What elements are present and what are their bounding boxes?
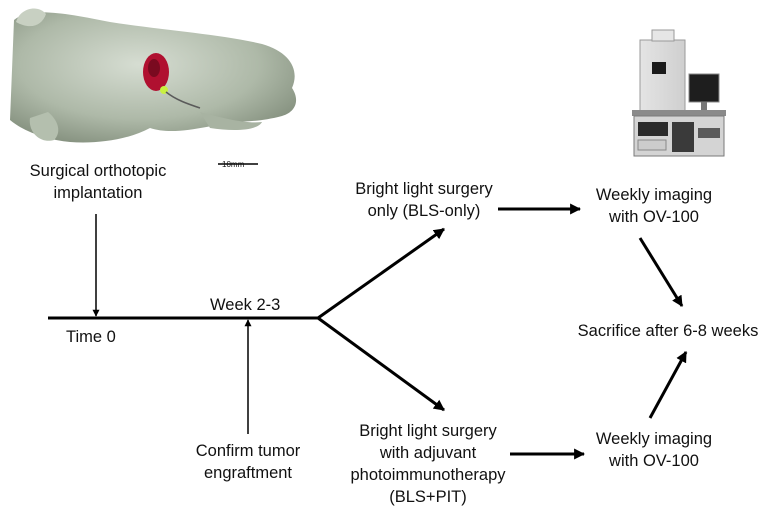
node-bls-only-line: Bright light surgery [340, 178, 508, 200]
node-week: Week 2-3 [210, 294, 280, 316]
rack-unit [638, 140, 666, 150]
rack-unit [698, 128, 720, 138]
node-implantation-line: Surgical orthotopic [14, 160, 182, 182]
node-bls-pit: Bright light surgery with adjuvant photo… [332, 420, 524, 508]
arrow-imaging-top-to-sacrifice [640, 238, 682, 306]
node-time0: Time 0 [66, 326, 116, 348]
node-bls-only-line: only (BLS-only) [340, 200, 508, 222]
bench-top [632, 110, 726, 116]
node-confirm-line: Confirm tumor [180, 440, 316, 462]
cabinet-cap [652, 30, 674, 41]
rack-unit [672, 122, 694, 152]
node-confirm-engraftment: Confirm tumor engraftment [180, 440, 316, 484]
node-imaging-top-line: with OV-100 [584, 206, 724, 228]
monitor-stand [701, 102, 707, 110]
arrow-branch-bls-pit [318, 318, 444, 410]
node-bls-only: Bright light surgery only (BLS-only) [340, 178, 508, 222]
arrow-branch-bls-only [318, 229, 444, 318]
node-sacrifice: Sacrifice after 6-8 weeks [566, 320, 770, 342]
scale-bar-label: 10mm [222, 160, 244, 170]
cabinet-top [640, 40, 685, 115]
tumor-core [148, 59, 160, 77]
node-imaging-bottom-line: with OV-100 [584, 450, 724, 472]
cabinet-window [652, 62, 666, 74]
node-bls-pit-line: photoimmunotherapy [332, 464, 524, 486]
node-bls-pit-line: with adjuvant [332, 442, 524, 464]
node-bls-pit-line: Bright light surgery [332, 420, 524, 442]
imaging-monitor [689, 74, 719, 102]
node-imaging-bottom-line: Weekly imaging [584, 428, 724, 450]
imaging-system [632, 30, 726, 156]
node-implantation: Surgical orthotopic implantation [14, 160, 182, 204]
node-implantation-line: implantation [14, 182, 182, 204]
mouse-photo [10, 8, 296, 164]
node-bls-pit-line: (BLS+PIT) [332, 486, 524, 508]
rack-unit [638, 122, 668, 136]
node-imaging-top: Weekly imaging with OV-100 [584, 184, 724, 228]
node-confirm-line: engraftment [180, 462, 316, 484]
node-imaging-top-line: Weekly imaging [584, 184, 724, 206]
arrow-imaging-bottom-to-sacrifice [650, 352, 686, 418]
node-imaging-bottom: Weekly imaging with OV-100 [584, 428, 724, 472]
